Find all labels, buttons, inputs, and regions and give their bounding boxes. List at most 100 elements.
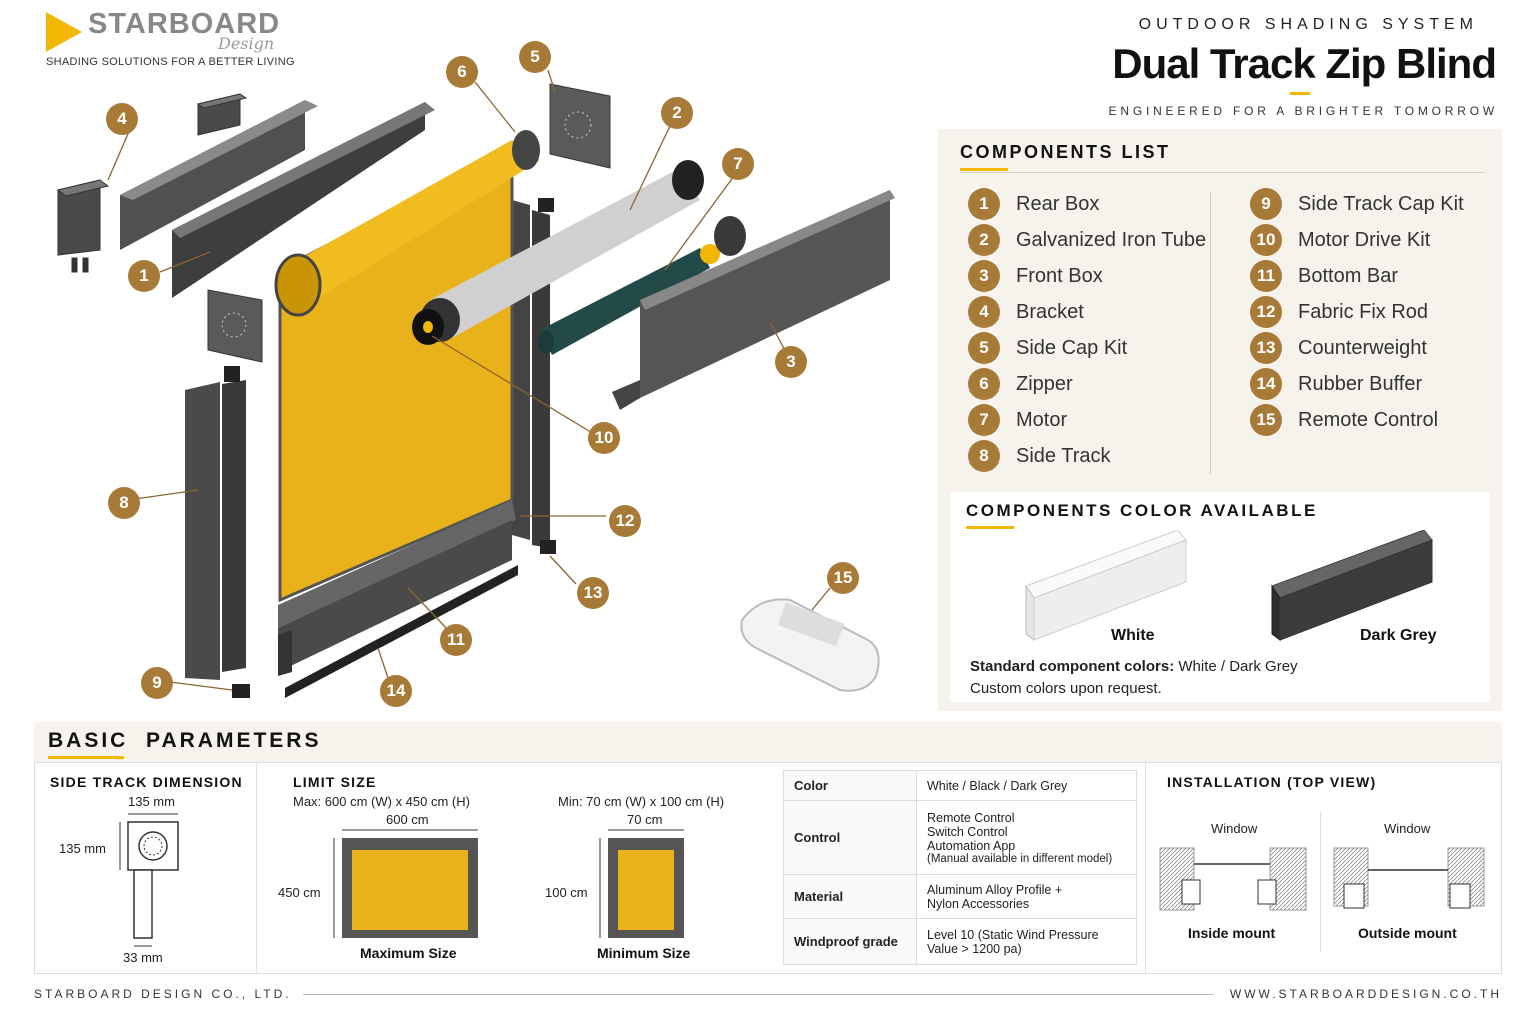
- basic-parameters-frame: [34, 762, 1502, 974]
- installation-title: INSTALLATION (TOP VIEW): [1167, 774, 1377, 790]
- footer-company: STARBOARD DESIGN CO., LTD.: [34, 987, 292, 1001]
- callout-12: 12: [609, 505, 641, 537]
- callout-9: 9: [141, 667, 173, 699]
- installation-divider: [1320, 812, 1321, 952]
- callout-8: 8: [108, 487, 140, 519]
- min-size-text: Min: 70 cm (W) x 100 cm (H): [558, 794, 725, 809]
- min-size-drawing: [599, 829, 684, 938]
- dark-grey-profile-swatch: [1271, 530, 1433, 641]
- max-width-label: 600 cm: [386, 812, 429, 827]
- remote-control-part: [740, 598, 880, 692]
- side-cap-plate-left: [207, 289, 263, 363]
- basic-parameters-underline: [48, 756, 124, 759]
- header-system: OUTDOOR SHADING SYSTEM: [1138, 16, 1478, 33]
- outside-window-label: Window: [1384, 821, 1431, 836]
- callout-15: 15: [827, 562, 859, 594]
- custom-colors-note: Custom colors upon request.: [970, 680, 1162, 697]
- colors-title: COMPONENTS COLOR AVAILABLE: [966, 501, 1318, 520]
- spec-row-windproof: Windproof grade Level 10 (Static Wind Pr…: [783, 918, 1137, 965]
- components-title-underline: [960, 168, 1008, 171]
- divider-2: [1145, 763, 1146, 973]
- brand-tagline: SHADING SOLUTIONS FOR A BETTER LIVING: [46, 56, 295, 68]
- side-cap-plate-right: [549, 83, 611, 169]
- bottom-bar-part: [278, 500, 516, 676]
- white-profile-swatch: [1025, 530, 1187, 641]
- min-size-caption: Minimum Size: [597, 945, 691, 961]
- components-title: COMPONENTS LIST: [960, 142, 1171, 162]
- callout-4: 4: [106, 103, 138, 135]
- basic-parameters-title: BASIC PARAMETERS: [48, 729, 322, 752]
- divider-1: [256, 763, 257, 973]
- callout-10: 10: [588, 422, 620, 454]
- front-box-part: [612, 190, 895, 410]
- side-track-side-dim: 135 mm: [59, 841, 106, 856]
- max-size-drawing: [333, 829, 478, 938]
- colors-title-underline: [966, 526, 1014, 529]
- title-accent-line: [1290, 92, 1310, 95]
- callout-2: 2: [661, 97, 693, 129]
- exploded-diagram: [56, 69, 895, 698]
- spec-row-control: Control Remote Control Switch Control Au…: [783, 800, 1137, 875]
- callout-3: 3: [775, 346, 807, 378]
- footer-website[interactable]: WWW.STARBOARDDESIGN.CO.TH: [1229, 987, 1502, 1001]
- side-track-bottom-dim: 33 mm: [123, 950, 163, 965]
- motor-part: [538, 216, 746, 355]
- max-size-text: Max: 600 cm (W) x 450 cm (H): [293, 794, 470, 809]
- limit-size-title: LIMIT SIZE: [293, 774, 377, 790]
- standard-colors-note: Standard component colors: White / Dark …: [970, 658, 1298, 675]
- roller-tube: [274, 130, 540, 317]
- callout-6: 6: [446, 56, 478, 88]
- outside-mount-diagram: [1333, 847, 1485, 909]
- basic-parameters-header: [34, 722, 1502, 762]
- callout-5: 5: [519, 41, 551, 73]
- color-swatch-profiles: [1025, 530, 1433, 641]
- callout-13: 13: [577, 577, 609, 609]
- spec-row-material: Material Aluminum Alloy Profile + Nylon …: [783, 874, 1137, 919]
- inside-window-label: Window: [1211, 821, 1258, 836]
- components-column-divider: [1210, 192, 1211, 474]
- outside-mount-caption: Outside mount: [1358, 925, 1457, 941]
- page-title: Dual Track Zip Blind: [1112, 40, 1497, 87]
- max-size-caption: Maximum Size: [360, 945, 457, 961]
- brand-name: STARBOARD: [88, 8, 281, 40]
- rubber-buffer-part: [285, 565, 518, 698]
- dark-grey-swatch-label: Dark Grey: [1360, 627, 1437, 644]
- brand-logo-mark: [46, 12, 82, 52]
- galvanized-tube: [412, 160, 704, 345]
- callout-7: 7: [722, 148, 754, 180]
- min-width-label: 70 cm: [627, 812, 663, 827]
- rear-box-part: [120, 100, 435, 298]
- side-track-top-dim: 135 mm: [128, 794, 175, 809]
- brand-sub: Design: [218, 34, 275, 53]
- side-track-title: SIDE TRACK DIMENSION: [50, 774, 243, 790]
- side-track-drawing: [119, 813, 179, 947]
- max-height-label: 450 cm: [278, 885, 321, 900]
- side-track-left: [185, 366, 250, 698]
- callout-11: 11: [440, 624, 472, 656]
- white-swatch-label: White: [1111, 627, 1155, 644]
- header-subtitle: ENGINEERED FOR A BRIGHTER TOMORROW: [1108, 104, 1498, 118]
- footer-rule: [303, 994, 1213, 995]
- callout-14: 14: [380, 675, 412, 707]
- inside-mount-diagram: [1159, 847, 1307, 911]
- spec-row-color: Color White / Black / Dark Grey: [783, 770, 1137, 801]
- min-height-label: 100 cm: [545, 885, 588, 900]
- installation-drawing: [1159, 847, 1485, 911]
- components-rule: [960, 172, 1485, 173]
- leader-lines: [107, 69, 831, 691]
